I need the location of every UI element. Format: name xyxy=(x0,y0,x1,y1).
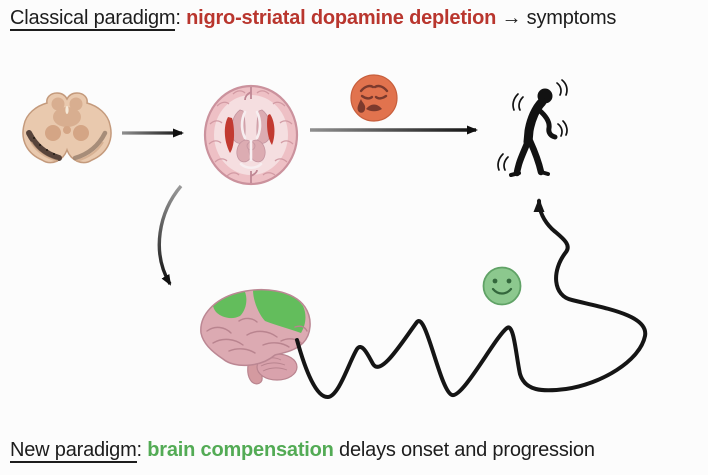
substantia-nigra-left xyxy=(26,130,62,161)
dopamine-depletion-emphasis: nigro-striatal dopamine depletion xyxy=(186,7,497,29)
red-nucleus-right xyxy=(73,125,89,141)
deep-nuclei xyxy=(231,109,271,163)
person-front-leg xyxy=(513,135,533,177)
new-paradigm-caption: New paradigm: brain compensation delays … xyxy=(10,437,595,463)
sad-face-emoji xyxy=(350,74,398,122)
sad-face-mouth xyxy=(366,104,382,112)
happy-face-smile xyxy=(491,287,513,295)
central-gray xyxy=(53,107,81,127)
delays-onset-text: delays onset and progression xyxy=(333,439,595,461)
cerebrum-gyri xyxy=(206,317,308,354)
red-nucleus-left xyxy=(45,125,61,141)
peduncle-shading-right xyxy=(75,141,104,162)
sad-face-tear xyxy=(357,99,366,113)
happy-face-eye-right xyxy=(506,278,512,284)
caption-colon: : xyxy=(136,439,148,461)
lateral-ventricles xyxy=(239,110,263,170)
longitudinal-fissure xyxy=(244,87,258,183)
person-front-foot xyxy=(509,171,521,177)
happy-face-emoji xyxy=(482,266,522,306)
peduncle-shading-left xyxy=(30,141,59,162)
person-back-foot xyxy=(539,170,550,176)
classical-paradigm-label: Classical paradigm xyxy=(10,7,176,31)
axial-brain-striatum-icon xyxy=(203,84,299,186)
midline-nucleus xyxy=(63,126,71,134)
person-torso xyxy=(523,97,547,147)
curved-down-arrow-icon xyxy=(157,184,183,286)
happy-face-eye-left xyxy=(492,278,498,284)
stooped-person-walking-icon xyxy=(497,79,568,177)
colliculus-right xyxy=(69,97,83,111)
brain-compensation-emphasis: brain compensation xyxy=(147,439,334,461)
midbrain-cross-section-icon xyxy=(22,92,112,164)
new-paradigm-label: New paradigm xyxy=(10,439,137,463)
substantia-nigra-right xyxy=(72,130,108,161)
happy-face-circle xyxy=(482,266,522,306)
classical-paradigm-caption: Classical paradigm: nigro-striatal dopam… xyxy=(10,5,616,31)
person-back-leg xyxy=(526,137,545,176)
caption-colon: : xyxy=(175,7,187,29)
sad-face-circle xyxy=(350,74,398,122)
tremor-marks xyxy=(497,79,568,171)
nigra-pigment-speckles xyxy=(33,137,55,155)
symptoms-text: → symptoms xyxy=(496,7,617,29)
brain-lateral-compensation-icon xyxy=(200,288,311,385)
winding-path-up-arrow-icon xyxy=(295,198,648,399)
aqueduct-slit xyxy=(65,106,69,114)
sad-face-eyes xyxy=(359,84,389,100)
person-arm xyxy=(536,107,558,140)
striatum-depleted-regions xyxy=(224,114,275,153)
colliculus-left xyxy=(51,97,65,111)
cortical-gyri xyxy=(208,90,294,177)
